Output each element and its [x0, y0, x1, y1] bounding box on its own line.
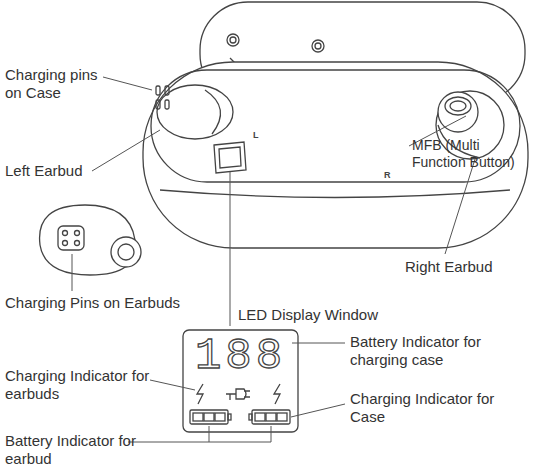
side-letter: R — [384, 170, 396, 181]
display-window-inner — [219, 147, 241, 168]
display-detail — [183, 330, 298, 432]
part-label: Left Earbud — [5, 162, 105, 180]
display-window — [214, 142, 246, 173]
earbud-pin-plate — [58, 226, 84, 250]
indicator-label: Charging Indicator for Case — [350, 390, 500, 425]
left-cavity — [157, 85, 233, 139]
side-letter: L — [253, 130, 265, 141]
part-label: MFB (Multi Function Button) — [412, 137, 530, 170]
battery-icon — [190, 410, 231, 424]
leader-lines — [72, 77, 476, 326]
indicator-label: Charging Indicator for earbuds — [5, 367, 150, 402]
mfb-button-inner — [450, 101, 466, 111]
right-earbud-shell — [438, 92, 478, 132]
left-cavity-curve — [205, 90, 221, 134]
part-label: Right Earbud — [405, 258, 525, 276]
part-label: Charging pins on Case — [5, 66, 105, 101]
indicator-label: Battery Indicator for charging case — [350, 333, 525, 368]
battery-icon — [249, 410, 290, 424]
lid-magnet — [315, 43, 321, 49]
part-label: Charging Pins on Earbuds — [5, 294, 205, 312]
part-label: LED Display Window — [238, 306, 418, 324]
mfb-button — [445, 97, 471, 115]
case-edge — [160, 190, 510, 198]
indicator-label: Battery Indicator for earbud — [5, 432, 145, 467]
lid-magnet — [312, 40, 324, 52]
lid-magnet — [227, 34, 239, 46]
plug-icon — [226, 389, 250, 400]
case-pins — [156, 86, 169, 109]
lid-magnet — [230, 37, 236, 43]
lightning-icon — [197, 384, 203, 404]
earbud-pins — [63, 231, 80, 246]
earbud-tip-hole — [118, 244, 134, 260]
earbud-tip — [111, 237, 141, 267]
segment-digits: 188 — [183, 334, 298, 378]
lightning-icon — [274, 384, 280, 404]
